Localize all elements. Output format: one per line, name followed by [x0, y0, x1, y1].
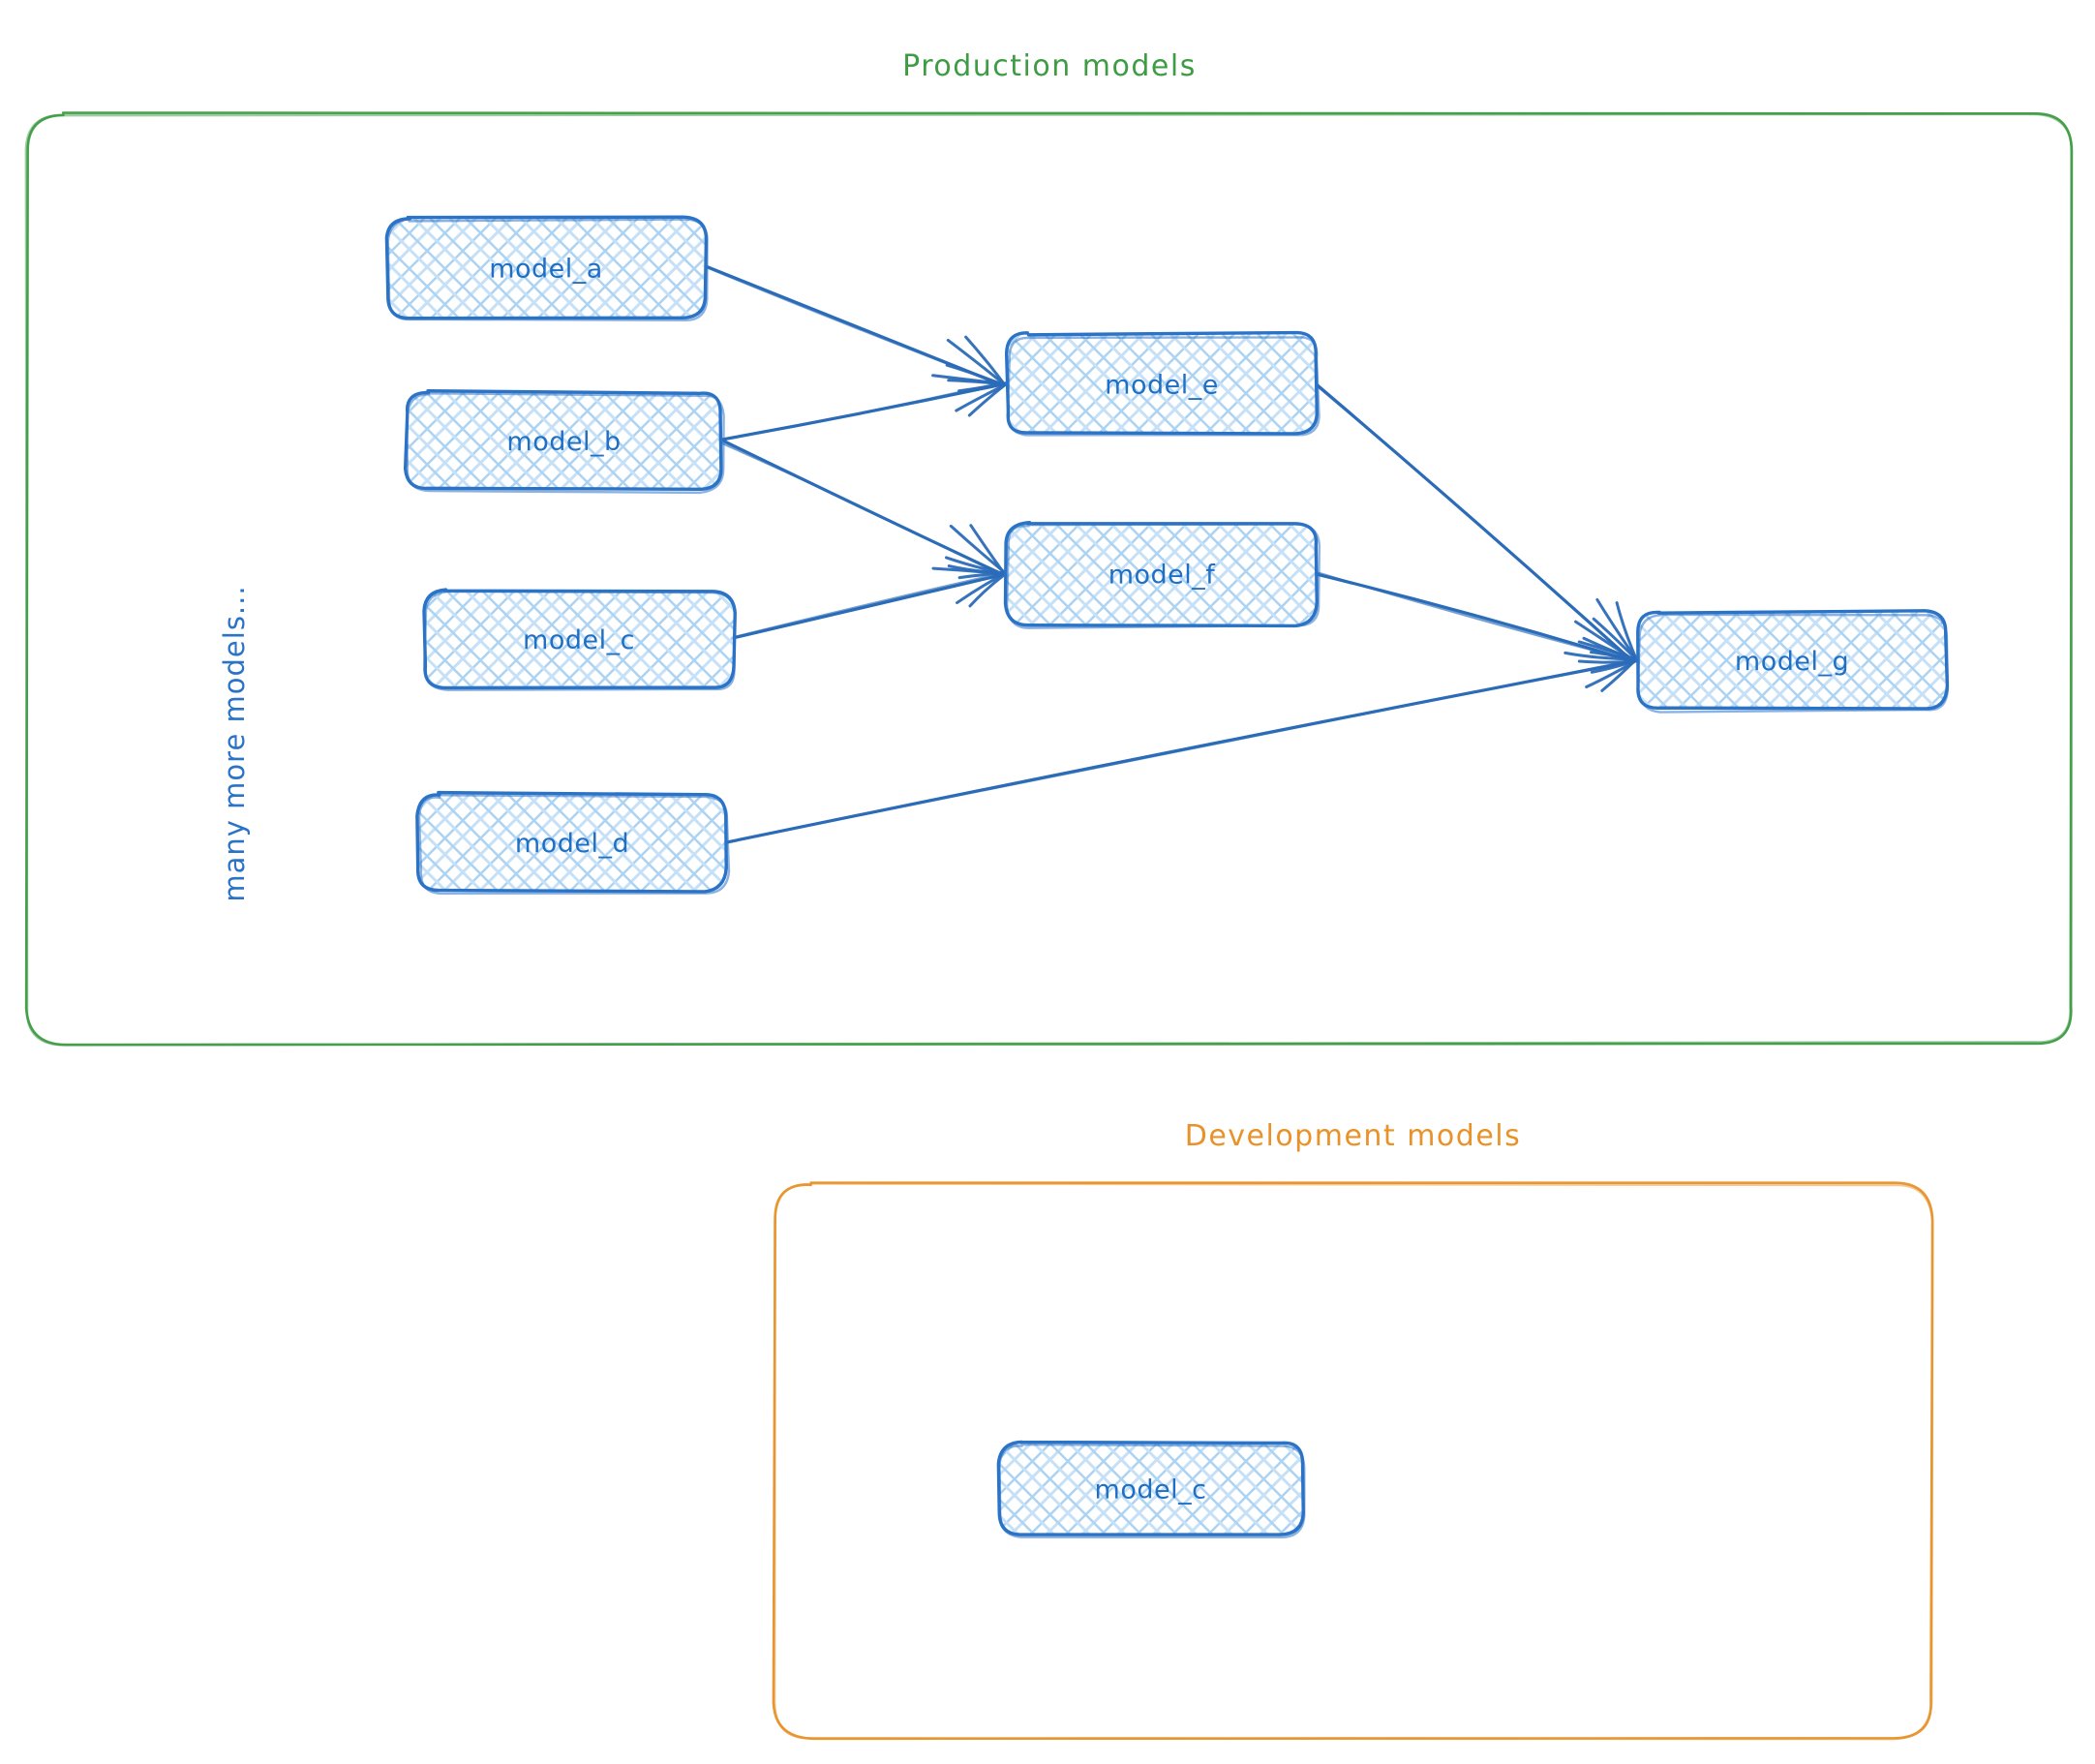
edge-model_c-to-model_f: [731, 556, 1008, 640]
node-label-model_e: model_e: [1105, 371, 1219, 401]
edge-arrowhead: [968, 572, 1008, 608]
node-fill: [423, 590, 735, 688]
node-border: [422, 590, 737, 691]
group-border-development: [773, 1182, 1934, 1741]
node-fill: [1007, 522, 1318, 624]
node-fill: [1637, 611, 1947, 710]
annotations: many more models...: [218, 585, 251, 901]
node-fill: [1007, 333, 1317, 435]
node-border: [417, 794, 731, 896]
group-label-development: Development models: [1185, 1119, 1522, 1153]
edge-shaft: [1316, 571, 1632, 662]
edge-model_b-to-model_e: [717, 363, 1008, 442]
edge-model_a-to-model_e: [702, 264, 1008, 393]
group-development: Development models: [772, 1119, 1934, 1741]
nodes: model_a model_b model_c model_d model_emodel…: [384, 215, 1950, 1539]
node-label-model_d: model_d: [515, 829, 629, 859]
edge-arrowhead: [945, 363, 1006, 387]
edge-arrowhead: [1577, 640, 1638, 661]
node-fill: [406, 391, 722, 490]
node-label-model_g: model_g: [1735, 647, 1849, 677]
edge-arrowhead: [1615, 601, 1638, 661]
node-border: [406, 392, 725, 495]
node-fill: [417, 793, 726, 892]
node-border: [1636, 613, 1950, 714]
edge-arrowhead: [1564, 651, 1639, 661]
edge-arrowhead: [967, 382, 1008, 417]
edge-arrowhead: [944, 556, 1008, 576]
node-label-model_a: model_a: [489, 255, 603, 285]
node-model_f[interactable]: model_f: [1003, 520, 1321, 629]
edges: [702, 264, 1639, 844]
node-model_d[interactable]: model_d: [415, 790, 731, 896]
node-model_a[interactable]: model_a: [384, 215, 709, 322]
edge-arrowhead: [1592, 617, 1639, 662]
node-border: [386, 218, 709, 322]
edge-arrowhead: [969, 524, 1007, 576]
edge-shaft: [731, 572, 1003, 639]
edge-shaft: [731, 573, 1005, 640]
group-label-production: Production models: [902, 49, 1197, 83]
node-fill: [998, 1442, 1303, 1536]
node-label-model_f: model_f: [1108, 561, 1217, 591]
node-fill: [386, 217, 706, 318]
edge-model_d-to-model_g: [723, 640, 1639, 844]
node-label-model_b: model_b: [506, 427, 621, 457]
edge-arrowhead: [964, 335, 1006, 386]
annotation-many-more-models: many more models...: [218, 585, 251, 901]
edge-model_b-to-model_f: [718, 439, 1008, 580]
edge-shaft: [1315, 383, 1632, 662]
node-model_c[interactable]: model_c: [422, 588, 737, 691]
node-border: [1005, 523, 1321, 629]
node-border: [998, 1443, 1306, 1539]
node-label-model_c: model_c: [523, 625, 635, 655]
group-production: Production models: [24, 49, 2074, 1047]
edge-shaft: [721, 381, 1004, 441]
node-model_e[interactable]: model_e: [1005, 330, 1321, 437]
edge-shaft: [723, 659, 1632, 844]
edge-shaft: [718, 441, 1002, 576]
group-border-development: [772, 1181, 1934, 1741]
edge-arrowhead: [1600, 658, 1637, 692]
node-model_g[interactable]: model_g: [1636, 609, 1950, 714]
node-model_b[interactable]: model_b: [403, 388, 725, 495]
group-border-production: [24, 112, 2074, 1047]
node-dev_model_c[interactable]: model_c: [996, 1440, 1306, 1539]
node-label-dev_model_c: model_c: [1095, 1475, 1207, 1505]
node-border: [1006, 336, 1321, 437]
